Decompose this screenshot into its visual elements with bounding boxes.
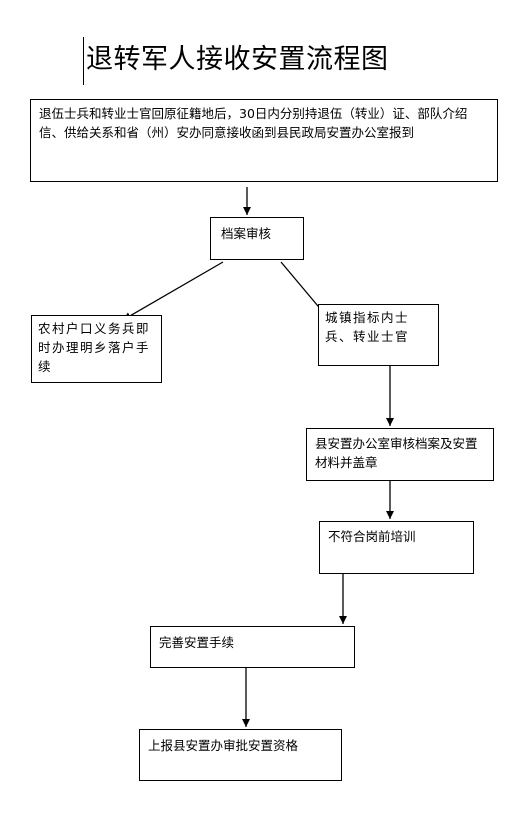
page-title: 退转军人接收安置流程图 <box>86 44 389 75</box>
node-urban: 城镇指标内士兵、转业士官 <box>318 304 439 366</box>
node-review-label: 档案审核 <box>221 226 272 241</box>
node-review: 档案审核 <box>210 217 304 260</box>
node-approval: 上报县安置办审批安置资格 <box>139 729 342 781</box>
text-cursor <box>83 37 84 85</box>
node-report-label: 退伍士兵和转业士官回原征籍地后，30日内分别持退伍（转业）证、部队介绍信、供给关… <box>39 106 468 140</box>
node-training-label: 不符合岗前培训 <box>328 529 416 544</box>
node-approval-label: 上报县安置办审批安置资格 <box>148 738 299 753</box>
node-complete-label: 完善安置手续 <box>159 635 235 650</box>
node-training: 不符合岗前培训 <box>319 521 474 574</box>
node-rural-label: 农村户口义务兵即时办理明乡落户手续 <box>38 321 151 374</box>
node-rural: 农村户口义务兵即时办理明乡落户手续 <box>31 315 162 383</box>
node-stamp: 县安置办公室审核档案及安置材料并盖章 <box>306 428 494 481</box>
edge-review-to-rural <box>122 261 224 321</box>
node-stamp-label: 县安置办公室审核档案及安置材料并盖章 <box>315 436 478 470</box>
node-report: 退伍士兵和转业士官回原征籍地后，30日内分别持退伍（转业）证、部队介绍信、供给关… <box>30 99 498 182</box>
node-urban-label: 城镇指标内士兵、转业士官 <box>325 310 410 344</box>
node-complete: 完善安置手续 <box>150 626 355 668</box>
